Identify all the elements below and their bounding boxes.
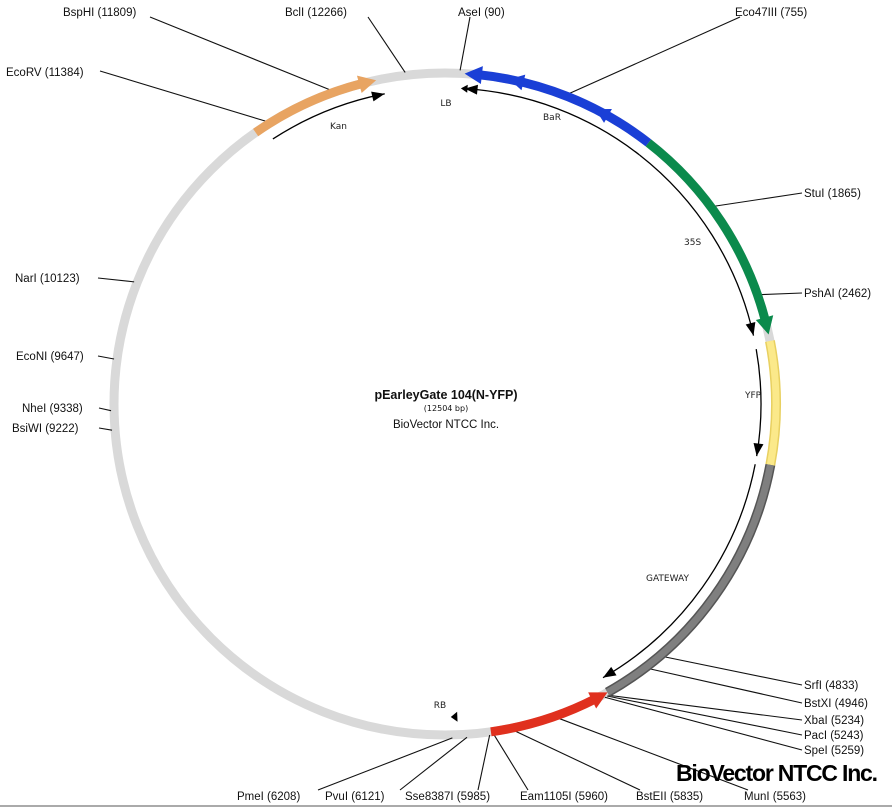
site-label-muni: MunI (5563) — [744, 791, 806, 803]
site-label-pshai: PshAI (2462) — [804, 288, 871, 300]
lb-marker-icon — [460, 84, 468, 93]
site-label-pmei: PmeI (6208) — [237, 791, 300, 803]
site-leader-line — [477, 734, 491, 791]
site-leader-line — [568, 16, 741, 95]
site-leader-line — [607, 695, 803, 736]
site-label-pvui: PvuI (6121) — [325, 791, 385, 803]
site-leader-line — [367, 16, 406, 73]
site-label-eco47iii: Eco47III (755) — [735, 7, 807, 19]
feature-label-gateway: GATEWAY — [646, 574, 689, 584]
site-leader-line — [714, 192, 803, 207]
bar-feature-arrowhead — [464, 66, 483, 85]
watermark: BioVector NTCC Inc. — [676, 760, 878, 786]
site-label-paci: PacI (5243) — [804, 730, 864, 742]
bottom-divider — [0, 805, 892, 807]
35s-direction-arrow-head — [745, 322, 756, 336]
marker-label-lb: LB — [440, 99, 451, 109]
yfp-feature — [766, 340, 780, 466]
bar-arrowhead — [595, 108, 612, 123]
feature-label-yfp: YFP — [744, 391, 762, 401]
bar-direction-arrow-head — [464, 84, 478, 95]
site-label-eam1105i: Eam1105I (5960) — [520, 791, 608, 803]
site-leader-line — [514, 730, 641, 791]
site-leader-line — [459, 16, 471, 71]
plasmid-provider: BioVector NTCC Inc. — [392, 419, 500, 431]
site-label-sse8387i: Sse8387I (5985) — [405, 791, 490, 803]
site-label-nari: NarI (10123) — [15, 273, 80, 285]
site-label-nhei: NheI (9338) — [22, 403, 83, 415]
feature-label-35s: 35S — [684, 238, 701, 248]
gateway-feature — [605, 464, 774, 696]
site-label-srfi: SrfI (4833) — [804, 680, 858, 692]
35s-direction-arrow — [639, 154, 755, 336]
site-label-bcli: BclI (12266) — [285, 7, 347, 19]
site-leader-line — [648, 668, 803, 704]
bar-feature — [477, 70, 652, 147]
site-leader-line — [608, 694, 803, 721]
site-leader-line — [399, 736, 468, 791]
35s-feature — [645, 139, 770, 323]
site-label-xbai: XbaI (5234) — [804, 715, 864, 727]
35s-feature-arrowhead — [755, 315, 774, 335]
unnamed-feature — [490, 694, 598, 737]
plasmid-size: (12504 bp) — [423, 404, 469, 413]
kan-direction-arrow-head — [371, 91, 385, 102]
feature-label-bar: BaR — [543, 113, 561, 123]
yfp-direction-arrow-head — [753, 442, 764, 457]
site-label-bsiwi: BsiWI (9222) — [12, 423, 79, 435]
site-leader-line — [663, 656, 803, 686]
site-label-bsphi: BspHI (11809) — [63, 7, 136, 19]
yfp-direction-arrow — [755, 349, 762, 457]
site-label-asei: AseI (90) — [458, 7, 505, 19]
gateway-direction-arrow — [602, 464, 756, 679]
site-label-stui: StuI (1865) — [804, 188, 861, 200]
site-leader-line — [760, 292, 803, 296]
marker-label-rb: RB — [434, 701, 446, 711]
gateway-direction-arrow-head — [603, 666, 617, 678]
plasmid-name: pEarleyGate 104(N-YFP) — [374, 388, 518, 402]
bar-direction-arrow — [464, 87, 640, 156]
unnamed-feature-arrowhead — [588, 692, 608, 709]
site-leader-line — [97, 355, 115, 360]
site-label-bstxi: BstXI (4946) — [804, 698, 868, 710]
rb-marker-icon — [450, 711, 458, 722]
kan-feature-arrowhead — [356, 75, 377, 93]
site-leader-line — [493, 734, 529, 791]
site-leader-line — [604, 696, 803, 751]
site-label-spei: SpeI (5259) — [804, 745, 864, 757]
site-leader-line — [98, 407, 112, 412]
site-leader-line — [99, 70, 267, 123]
feature-label-kan: Kan — [330, 122, 347, 132]
site-label-ecorv: EcoRV (11384) — [6, 67, 84, 79]
bar-arrowhead — [509, 74, 526, 91]
site-leader-line — [98, 427, 113, 431]
site-label-bsteii: BstEII (5835) — [636, 791, 703, 803]
site-leader-line — [558, 717, 749, 791]
site-leader-line — [97, 277, 135, 283]
kan-feature — [253, 79, 364, 137]
site-leader-line — [317, 737, 453, 791]
site-label-econi: EcoNI (9647) — [16, 351, 84, 363]
site-leader-line — [149, 16, 331, 91]
